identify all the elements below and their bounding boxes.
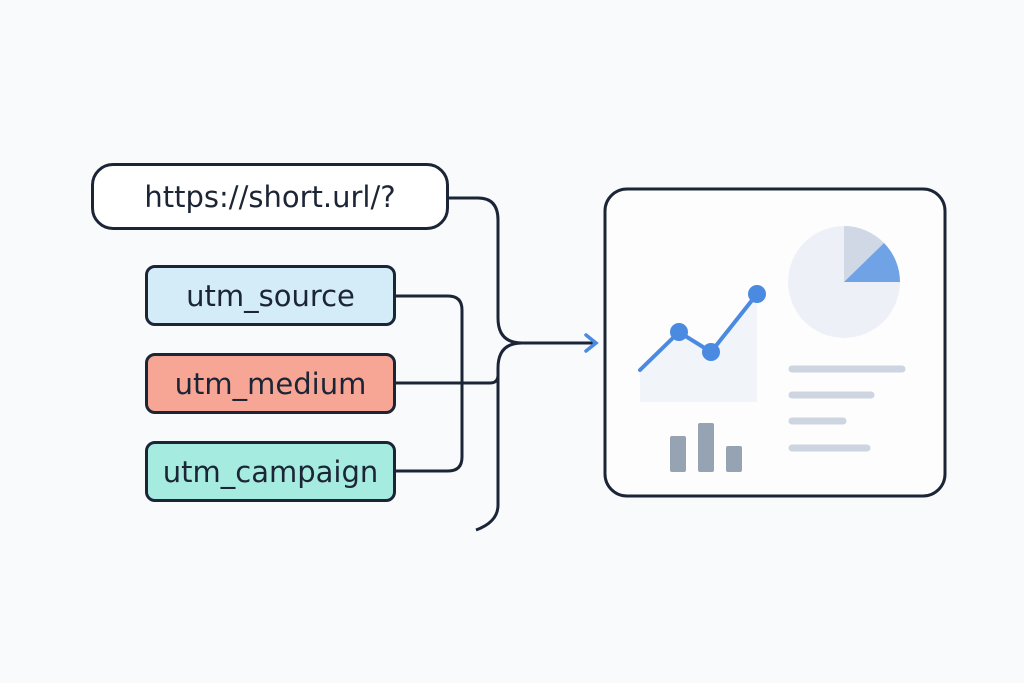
utm-source-box: utm_source — [145, 265, 396, 326]
text-lines-icon — [788, 365, 906, 452]
lower-brace — [475, 341, 523, 532]
pie-chart-icon — [788, 226, 900, 338]
line-chart-icon — [638, 285, 766, 402]
url-label: https://short.url/? — [144, 179, 396, 214]
medium-connector — [396, 374, 500, 385]
arrow-head-icon — [584, 333, 599, 353]
utm-medium-label: utm_medium — [174, 366, 367, 401]
url-box: https://short.url/? — [91, 163, 449, 230]
dashboard — [603, 187, 947, 498]
utm-medium-box: utm_medium — [145, 353, 396, 414]
utm-source-label: utm_source — [186, 278, 355, 313]
utm-campaign-box: utm_campaign — [145, 441, 396, 502]
url-connector — [449, 196, 523, 345]
bar-chart-icon — [670, 423, 742, 472]
utm-campaign-label: utm_campaign — [162, 454, 379, 489]
